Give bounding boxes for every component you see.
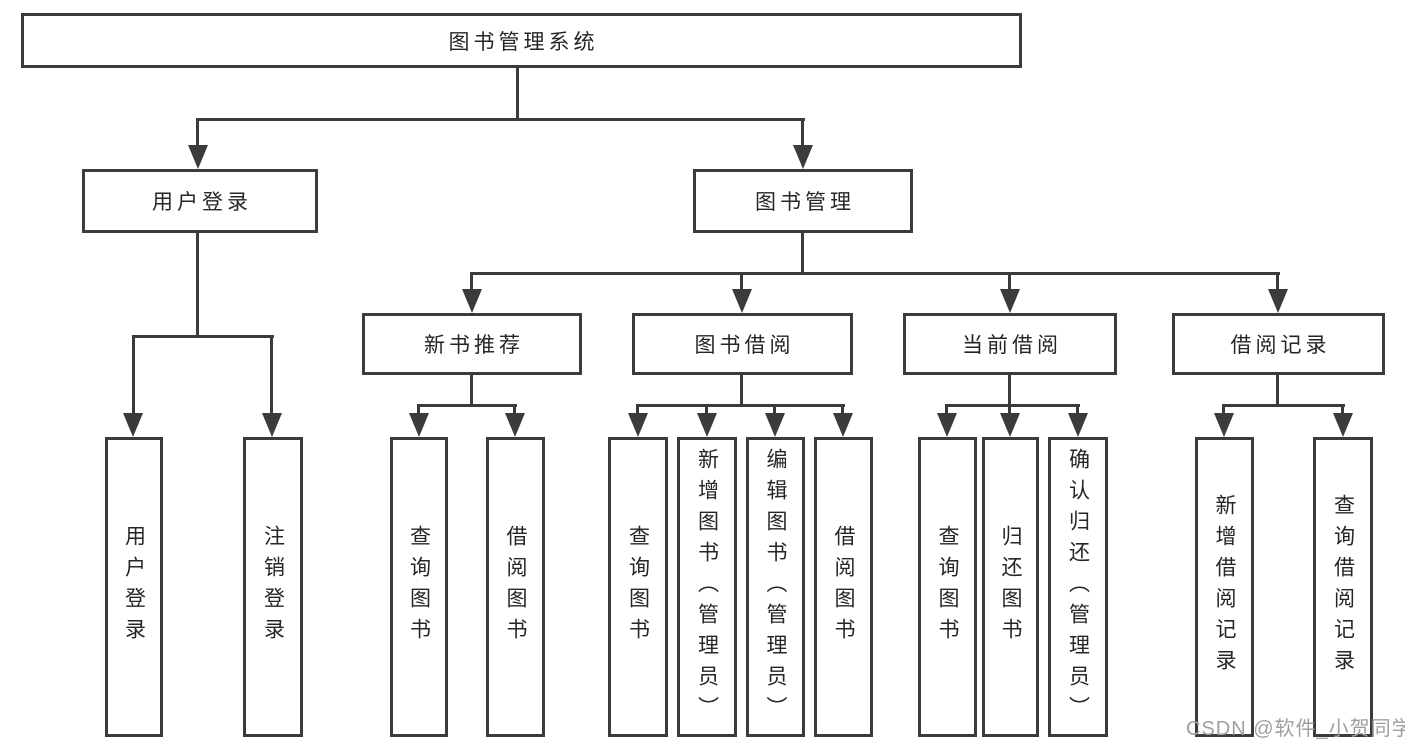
arrow-book-borrowing [732, 289, 752, 313]
leaf-cb-confirm-return-admin-label: 确认归还（管理员） [1066, 447, 1090, 727]
node-book-borrowing: 图书借阅 [632, 313, 853, 375]
connector-cb-stem [1008, 375, 1011, 407]
arrow-new-book-recommend [462, 289, 482, 313]
connector-bb-hline [636, 404, 845, 407]
arrow-br-child2 [1333, 413, 1353, 437]
arrow-br-child1 [1214, 413, 1234, 437]
node-borrowing-records: 借阅记录 [1172, 313, 1385, 375]
connector-nbr-child2-stem [513, 404, 516, 416]
arrow-to-user-login [188, 145, 208, 169]
leaf-cb-query-books: 查询图书 [918, 437, 977, 737]
leaf-nbr-query-books: 查询图书 [390, 437, 448, 737]
arrow-to-book-management [793, 145, 813, 169]
leaf-user-login: 用户登录 [105, 437, 163, 737]
connector-user-login-child2-stem [270, 335, 273, 415]
leaf-bb-query-books-label: 查询图书 [626, 525, 650, 649]
connector-to-book-management-stem [801, 118, 804, 148]
leaf-logout-label: 注销登录 [261, 525, 285, 649]
leaf-nbr-query-books-label: 查询图书 [407, 525, 431, 649]
leaf-nbr-borrow-books: 借阅图书 [486, 437, 545, 737]
connector-new-book-recommend-stem [470, 272, 473, 292]
leaf-user-login-label: 用户登录 [122, 525, 146, 649]
connector-nbr-child1-stem [417, 404, 420, 416]
leaf-bb-borrow-books-label: 借阅图书 [832, 525, 855, 649]
node-user-login: 用户登录 [82, 169, 318, 233]
arrow-bb-child1 [628, 413, 648, 437]
arrow-bb-child2 [697, 413, 717, 437]
leaf-nbr-borrow-books-label: 借阅图书 [504, 525, 527, 649]
arrow-nbr-child2 [505, 413, 525, 437]
connector-bb-child1-stem [636, 404, 639, 416]
arrow-user-login-child2 [262, 413, 282, 437]
leaf-cb-confirm-return-admin: 确认归还（管理员） [1048, 437, 1108, 737]
connector-cb-child3-stem [1076, 404, 1079, 416]
connector-book-borrowing-stem [740, 272, 743, 292]
leaf-cb-return-books-label: 归还图书 [999, 525, 1022, 649]
connector-current-borrowing-stem [1008, 272, 1011, 292]
leaf-bb-edit-books-admin: 编辑图书（管理员） [746, 437, 805, 737]
node-root: 图书管理系统 [21, 13, 1022, 68]
arrow-bb-child4 [833, 413, 853, 437]
connector-cb-hline [945, 404, 1080, 407]
leaf-cb-return-books: 归还图书 [982, 437, 1039, 737]
leaf-br-add-record: 新增借阅记录 [1195, 437, 1254, 737]
node-book-management: 图书管理 [693, 169, 913, 233]
connector-root-hline [197, 118, 805, 121]
connector-bb-child3-stem [773, 404, 776, 416]
connector-nbr-hline [417, 404, 517, 407]
leaf-bb-edit-books-admin-label: 编辑图书（管理员） [764, 447, 787, 727]
arrow-bb-child3 [765, 413, 785, 437]
leaf-logout: 注销登录 [243, 437, 303, 737]
connector-br-child2-stem [1341, 404, 1344, 416]
connector-borrowing-records-stem [1276, 272, 1279, 292]
arrow-current-borrowing [1000, 289, 1020, 313]
arrow-cb-child3 [1068, 413, 1088, 437]
connector-user-login-stem [196, 233, 199, 335]
connector-book-management-stem [801, 233, 804, 274]
leaf-bb-borrow-books: 借阅图书 [814, 437, 873, 737]
connector-to-user-login-stem [196, 118, 199, 148]
csdn-watermark: CSDN @软件_小贺同学 [1186, 718, 1405, 740]
connector-bb-child2-stem [705, 404, 708, 416]
leaf-br-add-record-label: 新增借阅记录 [1213, 494, 1236, 680]
leaf-bb-query-books: 查询图书 [608, 437, 668, 737]
leaf-cb-query-books-label: 查询图书 [936, 525, 959, 649]
leaf-bb-add-books-admin-label: 新增图书（管理员） [695, 447, 719, 727]
leaf-br-query-record-label: 查询借阅记录 [1331, 494, 1355, 680]
connector-user-login-child1-stem [132, 335, 135, 415]
arrow-user-login-child1 [123, 413, 143, 437]
connector-nbr-stem [470, 375, 473, 407]
connector-book-management-hline [470, 272, 1280, 275]
arrow-nbr-child1 [409, 413, 429, 437]
leaf-bb-add-books-admin: 新增图书（管理员） [677, 437, 737, 737]
connector-root-stem [516, 68, 519, 118]
node-new-book-recommend: 新书推荐 [362, 313, 582, 375]
node-current-borrowing: 当前借阅 [903, 313, 1117, 375]
connector-cb-child1-stem [945, 404, 948, 416]
connector-user-login-hline [132, 335, 274, 338]
connector-bb-child4-stem [841, 404, 844, 416]
connector-br-hline [1222, 404, 1345, 407]
connector-br-stem [1276, 375, 1279, 407]
arrow-cb-child2 [1000, 413, 1020, 437]
arrow-borrowing-records [1268, 289, 1288, 313]
leaf-br-query-record: 查询借阅记录 [1313, 437, 1373, 737]
connector-cb-child2-stem [1008, 404, 1011, 416]
connector-bb-stem [740, 375, 743, 407]
arrow-cb-child1 [937, 413, 957, 437]
connector-br-child1-stem [1222, 404, 1225, 416]
